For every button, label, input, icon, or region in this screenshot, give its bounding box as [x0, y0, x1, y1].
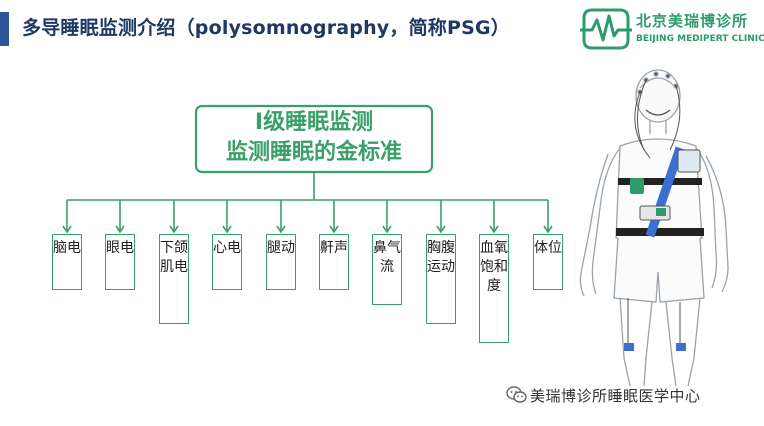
clinic-logo: 北京美瑞博诊所 BEIJING MEDIPERT CLINIC [578, 6, 764, 52]
patient-figure [579, 69, 729, 387]
chest-belt [618, 178, 702, 185]
child-node-4: 心电 [212, 234, 242, 290]
child-node-label: 体位 [534, 240, 562, 256]
child-node-10: 体位 [533, 234, 563, 290]
child-node-label: 鼾声 [320, 240, 348, 256]
child-node-5: 腿动 [266, 234, 296, 290]
child-node-label: 心电 [213, 240, 241, 256]
child-node-label: 胸腹运动 [427, 240, 455, 275]
psg-patient-illustration-icon [560, 58, 760, 388]
child-node-label: 下颌肌电 [160, 240, 188, 275]
child-node-label: 血氧饱和度 [480, 240, 508, 294]
child-node-label: 腿动 [267, 240, 295, 256]
drop-arrowhead-2 [115, 225, 125, 234]
child-node-9: 血氧饱和度 [479, 234, 509, 343]
abdomen-belt [616, 228, 704, 236]
child-node-6: 鼾声 [319, 234, 349, 290]
wechat-icon [506, 386, 527, 403]
root-node: I级睡眠监测 监测睡眠的金标准 [196, 108, 432, 168]
branch-drops [62, 200, 553, 234]
drop-arrowhead-5 [276, 225, 286, 234]
child-node-8: 胸腹运动 [426, 234, 456, 324]
drop-arrowhead-10 [543, 225, 553, 234]
child-node-2: 眼电 [105, 234, 135, 290]
drop-arrowhead-3 [169, 225, 179, 234]
child-node-1: 脑电 [52, 234, 82, 290]
drop-arrowhead-4 [222, 225, 232, 234]
heartbeat-logo-icon [580, 8, 632, 50]
watermark-text: 美瑞博诊所睡眠医学中心 [530, 387, 701, 405]
drop-arrowhead-9 [489, 225, 499, 234]
child-node-label: 鼻气流 [373, 240, 401, 275]
child-node-3: 下颌肌电 [159, 234, 189, 324]
drop-arrowhead-1 [62, 225, 72, 234]
child-node-label: 眼电 [106, 240, 134, 256]
child-node-7: 鼻气流 [372, 234, 402, 305]
page-title: 多导睡眠监测介绍（polysomnography，简称PSG） [22, 17, 511, 39]
root-line-1: I级睡眠监测 [254, 110, 374, 135]
root-line-2: 监测睡眠的金标准 [225, 140, 402, 165]
drop-arrowhead-8 [436, 225, 446, 234]
title-accent-bar [0, 12, 9, 46]
logo-name-cn: 北京美瑞博诊所 [636, 12, 749, 30]
child-node-label: 脑电 [53, 240, 81, 256]
drop-arrowhead-7 [382, 225, 392, 234]
logo-name-en: BEIJING MEDIPERT CLINIC [636, 34, 764, 44]
drop-arrowhead-6 [329, 225, 339, 234]
